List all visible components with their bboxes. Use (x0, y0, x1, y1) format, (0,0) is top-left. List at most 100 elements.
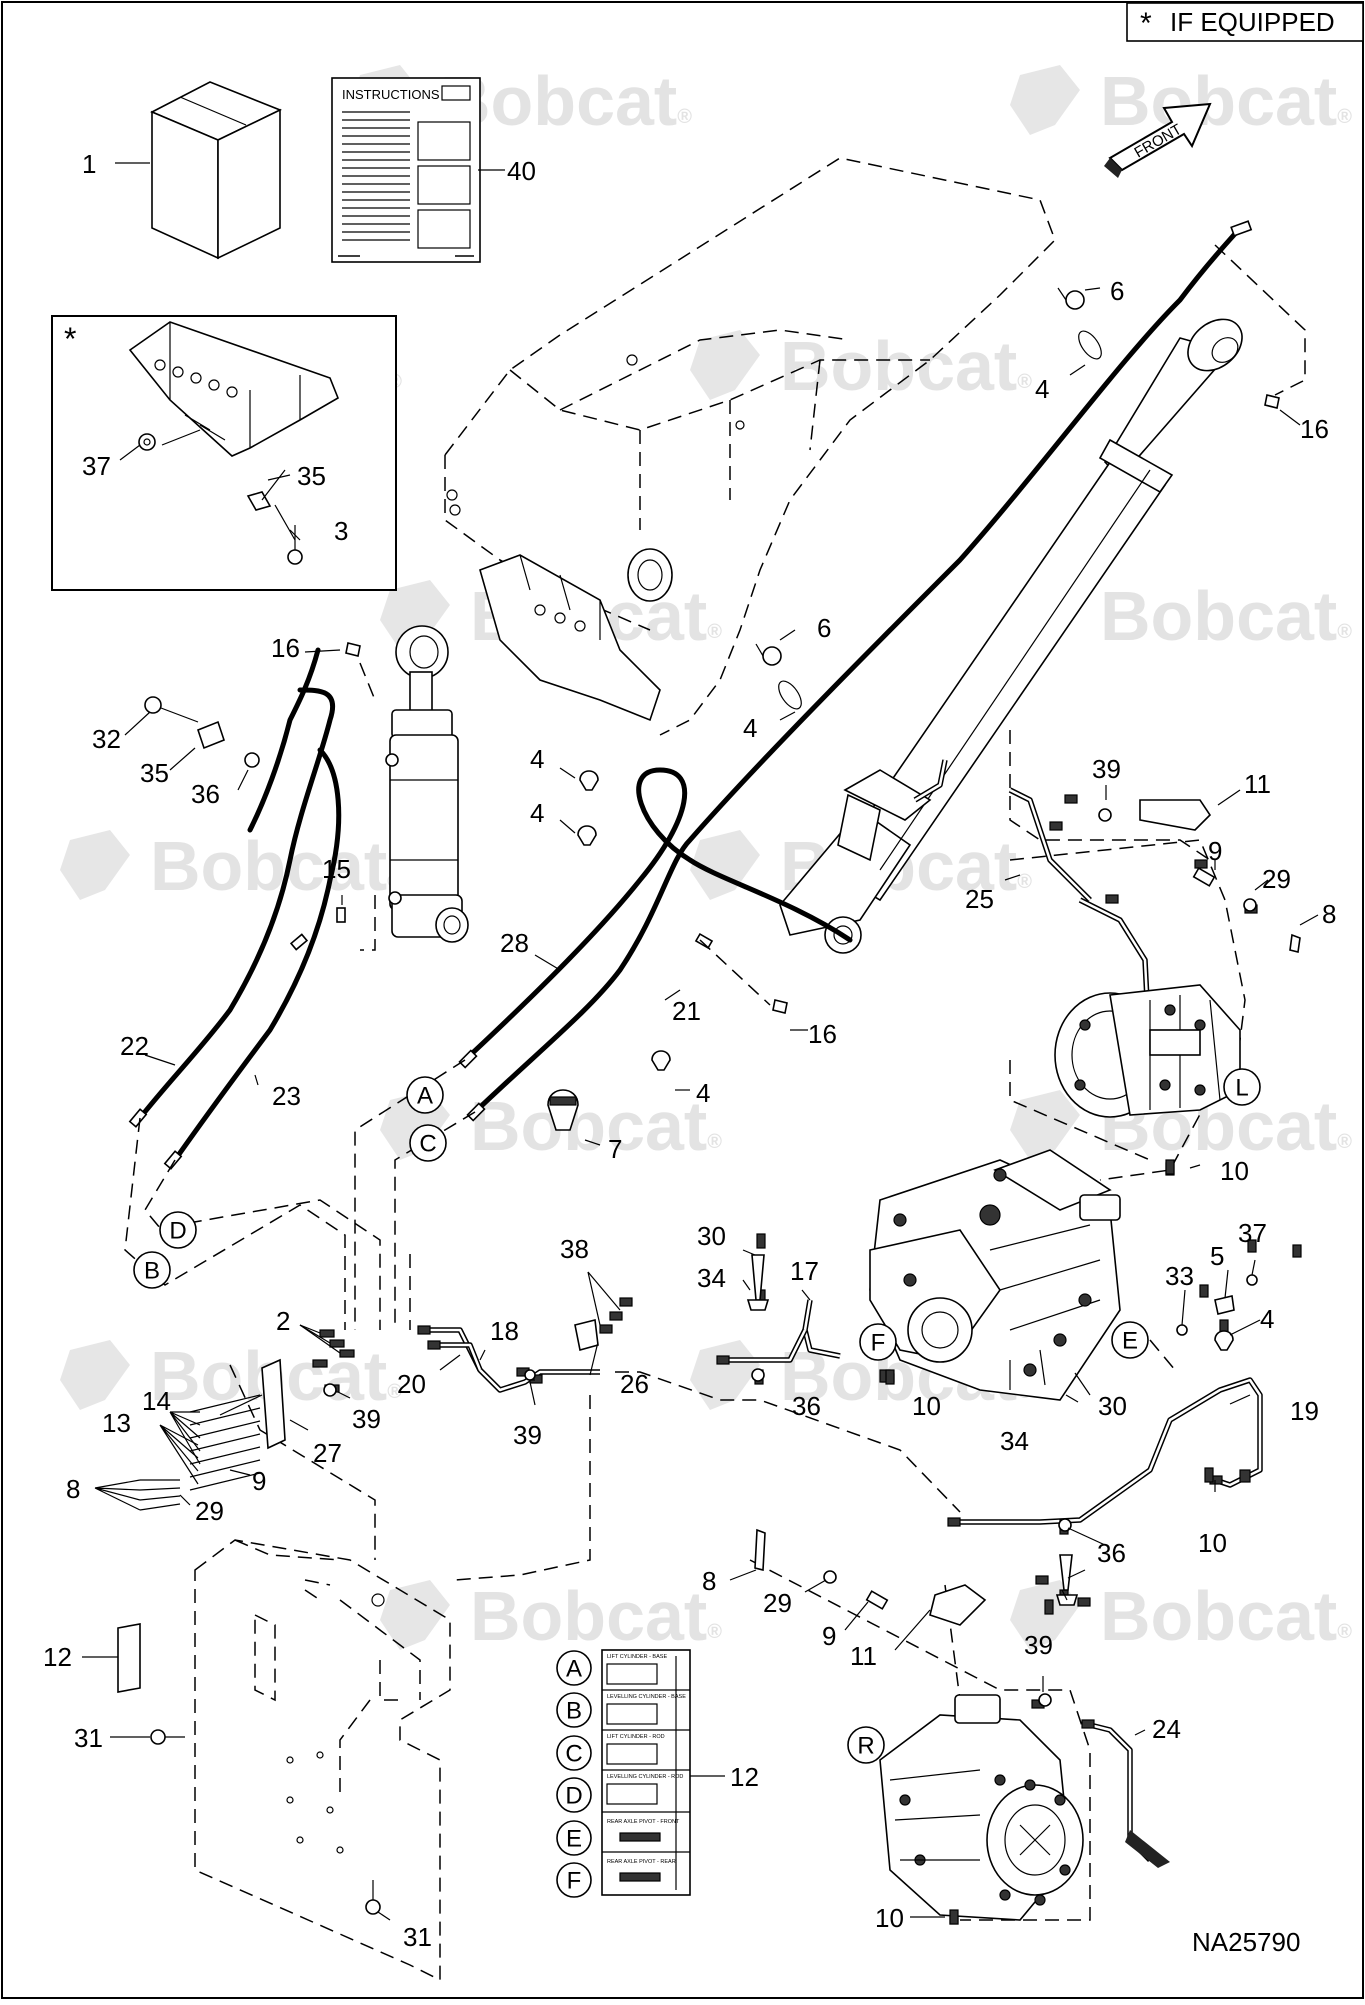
callout-number: 25 (965, 884, 994, 914)
callout-number: 16 (271, 633, 300, 663)
hydraulic-fitting (339, 1349, 355, 1358)
inset-bracket (128, 321, 339, 457)
callout-number: 18 (490, 1316, 519, 1346)
inset-asterisk: * (64, 321, 76, 357)
registered-mark: ® (707, 1131, 722, 1153)
callout-number: 37 (1238, 1218, 1267, 1248)
asterisk-symbol: * (1140, 7, 1152, 40)
washer-39 (524, 1369, 536, 1381)
callout-number: 4 (696, 1078, 710, 1108)
callout-number: 10 (875, 1903, 904, 1933)
boom-mount-bracket (479, 554, 661, 722)
hydraulic-fitting (756, 1233, 766, 1249)
screw-8 (1289, 933, 1301, 953)
steel-tubes (420, 787, 1263, 1868)
hydraulic-fitting (312, 1359, 328, 1368)
boom-outline (444, 157, 1056, 736)
callout-number: 27 (313, 1438, 342, 1468)
adapter-9 (865, 1590, 889, 1610)
callout-number: 4 (530, 798, 544, 828)
hydraulic-fitting (1199, 1284, 1209, 1298)
fitting-bank (139, 1394, 261, 1511)
decal-caption: LIFT CYLINDER - ROD (607, 1734, 665, 1740)
hose-23 (172, 747, 342, 1163)
bobcat-logo-icon (690, 330, 760, 400)
hydraulic-fitting (329, 1339, 345, 1348)
watermark-text: Bobcat® (440, 62, 692, 140)
mounting-panel (194, 1539, 451, 1982)
watermark-mark: Bobcat® (690, 327, 1032, 405)
registered-mark: ® (387, 1381, 402, 1403)
fitting-10 (1204, 1467, 1214, 1483)
callout-number: 8 (66, 1474, 80, 1504)
callout-number: 2 (276, 1306, 290, 1336)
label-circle: A (406, 1076, 444, 1114)
decal-sheet-12: LIFT CYLINDER - BASE LEVELLING CYLINDER … (601, 1649, 691, 1896)
elbow-fitting (1264, 394, 1280, 409)
watermark-text: Bobcat® (470, 1087, 722, 1165)
bobcat-logo-icon (60, 830, 130, 900)
callout-number: 8 (702, 1566, 716, 1596)
callout-number: 30 (697, 1221, 726, 1251)
label-circle: C (409, 1124, 447, 1162)
hydraulic-fitting (1077, 1597, 1091, 1607)
bolt-33 (1176, 1324, 1188, 1336)
callout-number: 10 (912, 1391, 941, 1421)
callout-number: 4 (743, 713, 757, 743)
hose-upper-left (247, 647, 321, 833)
watermark-text: Bobcat® (1100, 62, 1352, 140)
registered-mark: ® (1017, 371, 1032, 393)
fitting-10 (885, 1369, 895, 1385)
bobcat-logo-icon (60, 1340, 130, 1410)
svg-text:D: D (565, 1783, 582, 1810)
callout-number: 36 (1097, 1538, 1126, 1568)
callout-number: 12 (730, 1762, 759, 1792)
bobcat-logo-icon (690, 830, 760, 900)
watermark-mark: Bobcat® (1010, 62, 1352, 140)
hydraulic-fitting (1105, 894, 1119, 904)
bobcat-logo-icon (1010, 1090, 1080, 1160)
callout-number: 34 (697, 1263, 726, 1293)
registered-mark: ® (677, 106, 692, 128)
hydraulic-pump (869, 1149, 1121, 1401)
clip-5 (1214, 1295, 1235, 1315)
callout-numbers: 1 40 6 4 16 37 35 3 6 4 16 32 35 36 4 4 … (43, 149, 1336, 1952)
callout-number: 39 (1092, 754, 1121, 784)
hydraulic-fitting (619, 1297, 633, 1307)
circle-labels: A C D B L F E R (133, 1068, 1261, 1764)
callout-number: 35 (140, 758, 169, 788)
label-circle: E (1111, 1321, 1149, 1359)
decal-12-small (117, 1623, 141, 1693)
inset-bolt (287, 525, 303, 565)
callout-number: 32 (92, 724, 121, 754)
callout-number: 19 (1290, 1396, 1319, 1426)
drawing-number: NA25790 (1192, 1927, 1300, 1957)
hose-clamp (1057, 287, 1085, 310)
levelling-cylinder (779, 318, 1243, 954)
line-routing (124, 244, 1306, 1921)
svg-text:R: R (857, 1733, 874, 1760)
callout-number: 11 (1244, 769, 1271, 799)
svg-text:F: F (871, 1330, 886, 1357)
callout-number: 30 (1098, 1391, 1127, 1421)
hydraulic-fitting (1049, 821, 1063, 831)
nut-29 (823, 1570, 837, 1584)
label-circle: F (556, 1862, 592, 1898)
callout-number: 36 (792, 1391, 821, 1421)
callout-number: 12 (43, 1642, 72, 1672)
bracket-11 (929, 1584, 987, 1626)
callout-number: 3 (334, 516, 348, 546)
drive-motor-right (879, 1694, 1084, 1921)
decal-caption: REAR AXLE PIVOT - REAR (607, 1859, 676, 1865)
decal-caption: LIFT CYLINDER - BASE (607, 1654, 667, 1660)
callout-number: 1 (82, 149, 96, 179)
if-equipped-inset: * (51, 315, 397, 591)
hose-22 (137, 687, 336, 1121)
callout-number: 36 (191, 779, 220, 809)
hydraulic-fitting (417, 1325, 431, 1335)
watermark-mark: Bobcat® (60, 827, 402, 905)
callout-number: 39 (352, 1404, 381, 1434)
callout-number: 39 (513, 1420, 542, 1450)
callout-number: 10 (1198, 1528, 1227, 1558)
